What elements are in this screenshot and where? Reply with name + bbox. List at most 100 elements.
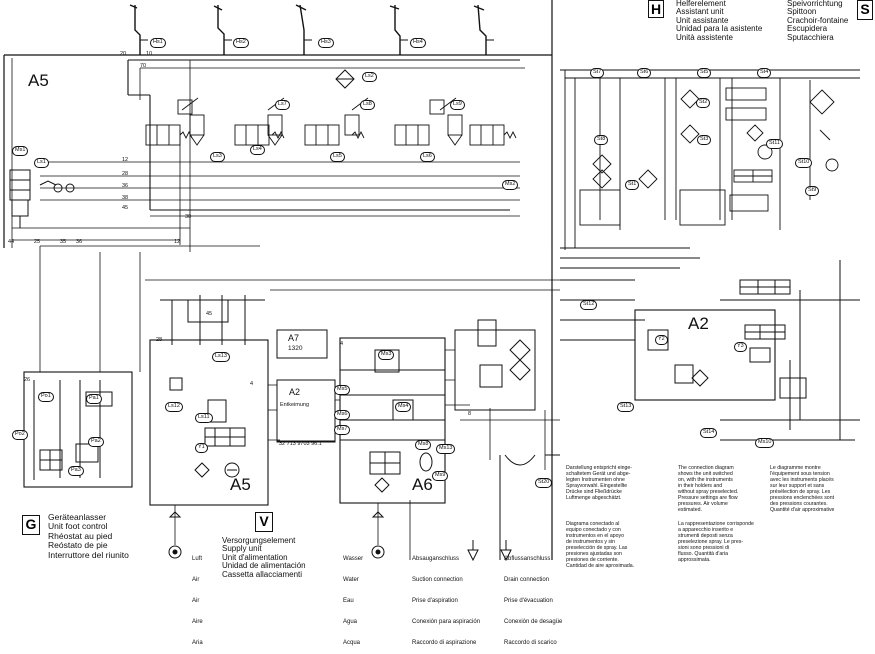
water-label: Wasser — [343, 556, 364, 562]
line-number: 28 — [122, 171, 129, 177]
part-code-tag: St12 — [580, 300, 598, 310]
part-code-tag: Ms3 — [378, 350, 395, 360]
g-box-legend: Geräteanlasser Unit foot control Rhéosta… — [48, 512, 129, 560]
g-box-line: Rhéostat au pied — [48, 530, 113, 541]
section-label-a2-right: A2 — [688, 314, 709, 333]
line-number: 8 — [468, 411, 472, 417]
part-code-tag: St8 — [594, 135, 609, 145]
water-label: Eau — [343, 598, 354, 604]
part-code-tag: Ls2 — [362, 72, 377, 82]
line-number: 25 — [34, 239, 41, 245]
drain-labels: Abflussanschluss Drain connection Prise … — [504, 542, 562, 654]
part-code-tag: Ms7 — [334, 425, 351, 435]
part-code-tag: Po1 — [38, 392, 54, 402]
g-box-line: Reóstato de pie — [48, 540, 108, 551]
part-code-tag: Pa3 — [68, 466, 84, 476]
line-number: 12 — [174, 239, 181, 245]
v-box-line: Unidad de alimentación — [222, 561, 306, 571]
g-box-line: Geräteanlasser — [48, 512, 107, 522]
air-labels: Luft Air Air Aire Aria — [192, 542, 203, 654]
line-number: 4 — [340, 341, 344, 347]
line-number: 36 — [122, 183, 129, 189]
part-code-tag: Po2 — [12, 430, 28, 440]
part-code-tag: St1 — [625, 180, 640, 190]
line-number: 28 — [156, 337, 163, 343]
s-box-line: Crachoir-fontaine — [787, 15, 849, 25]
suction-label: Suction connection — [412, 577, 463, 583]
suction-label: Prise d'aspiration — [412, 598, 458, 604]
v-box-line: Unit d'alimentation — [222, 552, 288, 562]
line-number: 44 — [8, 239, 15, 245]
water-label: Acqua — [343, 640, 361, 646]
part-code-tag: Ms8 — [415, 440, 432, 450]
water-label: Water — [343, 577, 359, 583]
part-code-tag: Ms2 — [502, 180, 519, 190]
part-code-tag: St2 — [696, 98, 711, 108]
line-number: 10 — [146, 51, 153, 57]
air-label: Air — [192, 577, 200, 583]
part-code-tag: St7 — [590, 68, 605, 78]
right-side-piping — [560, 69, 860, 269]
line-number: 45 — [206, 311, 213, 317]
v-box-line: Supply unit — [222, 544, 262, 554]
part-code-tag: Pa1 — [86, 394, 102, 404]
drain-label: Raccordo di scarico — [504, 640, 557, 646]
line-number: 30 — [185, 214, 192, 220]
suction-label: Raccordo di aspirazione — [412, 640, 477, 646]
air-label: Air — [192, 598, 200, 604]
air-label: Luft — [192, 556, 203, 562]
a2-center-sub: Entkeimung — [280, 402, 310, 408]
section-label-a2-center: A2 — [289, 387, 301, 397]
s-box-line: Speivorrichtung — [787, 0, 843, 8]
part-code-tag: Y2 — [655, 335, 668, 345]
air-label: Aire — [192, 619, 203, 625]
part-code-tag: Ls8 — [360, 100, 375, 110]
part-code-tag: Ms9 — [432, 471, 449, 481]
note-german: Darstellung entspricht einge- schaltetem… — [566, 465, 633, 501]
part-code-tag: St13 — [617, 402, 635, 412]
v-box-line: Cassetta allacciamenti — [222, 569, 303, 579]
part-code-tag: St6 — [637, 68, 652, 78]
a7-code: 1320 — [288, 345, 303, 352]
g-box-line: Unit foot control — [48, 521, 108, 532]
schematic-drawing — [3, 0, 860, 562]
drain-label: Abflussanschluss — [504, 556, 551, 562]
suction-label: Conexión para aspiración — [412, 619, 481, 625]
air-label: Aria — [192, 640, 203, 646]
part-code-tag: Hs1 — [150, 38, 166, 48]
v-box-legend: Versorgungselement Supply unit Unit d'al… — [222, 536, 306, 579]
s-box-letter: S — [857, 0, 873, 20]
part-code-tag: Ls13 — [212, 352, 230, 362]
part-code-tag: Ls5 — [330, 152, 345, 162]
valve-bank-a5 — [145, 97, 517, 146]
suction-labels: Absauganschluss Suction connection Prise… — [412, 542, 480, 654]
part-code-tag: Ms6 — [334, 410, 351, 420]
h-box-letter: H — [648, 0, 664, 18]
line-number: 70 — [140, 63, 147, 69]
g-box-letter: G — [22, 515, 40, 535]
part-code-tag: Ls4 — [250, 145, 265, 155]
water-label: Agua — [343, 619, 358, 625]
part-code-tag: Ls9 — [450, 100, 465, 110]
part-code-tag: St5 — [697, 68, 712, 78]
note-english: The connection diagram shows the unit sw… — [678, 465, 739, 513]
h-box-legend: Helferelement Assistant unit Unit assist… — [676, 0, 762, 42]
line-number: 4 — [250, 381, 254, 387]
part-code-tag: St20 — [535, 478, 553, 488]
part-code-tag: Pa2 — [88, 437, 104, 447]
g-box-line: Interruttore del riunito — [48, 549, 129, 560]
part-code-tag: Y3 — [734, 342, 747, 352]
h-box-line: Assistant unit — [676, 7, 724, 17]
suction-label: Absauganschluss — [412, 556, 460, 562]
part-code-tag: Ls3 — [210, 152, 225, 162]
v-box-letter: V — [255, 512, 273, 532]
drain-label: Prise d'évacuation — [504, 598, 553, 604]
s-box-line: Sputacchiera — [787, 32, 834, 42]
a5-top-frame — [3, 0, 553, 560]
h-box-line: Unidad para la asistente — [676, 24, 763, 34]
instrument-hoses — [129, 4, 494, 55]
h-box-line: Helferelement — [676, 0, 726, 8]
section-label-a6: A6 — [412, 475, 433, 494]
part-code-tag: St4 — [757, 68, 772, 78]
v-box-line: Versorgungselement — [222, 536, 296, 545]
